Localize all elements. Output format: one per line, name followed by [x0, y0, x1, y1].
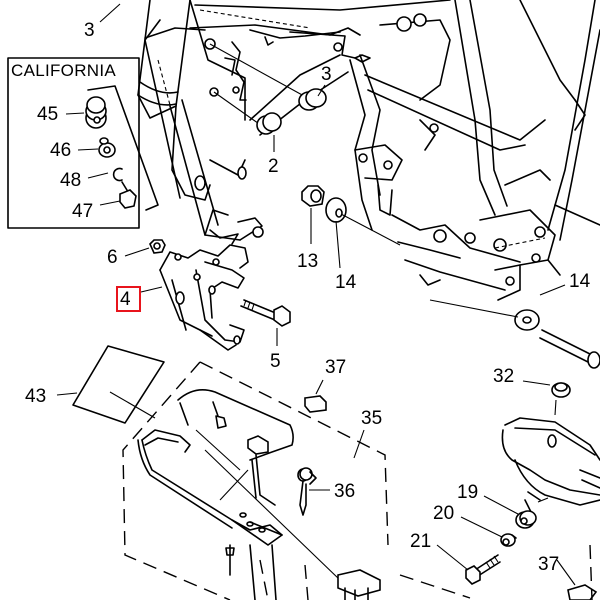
callout-37-lower[interactable]: 37: [538, 554, 560, 575]
callout-14-left[interactable]: 14: [335, 272, 357, 293]
callout-19[interactable]: 19: [457, 482, 479, 503]
callout-45[interactable]: 45: [37, 104, 59, 125]
callout-14-right[interactable]: 14: [569, 271, 591, 292]
callout-43[interactable]: 43: [25, 386, 47, 407]
callout-6[interactable]: 6: [107, 247, 118, 268]
nut-part-6: [149, 239, 166, 254]
frame-drawing: [137, 0, 600, 301]
nut-part-13: [301, 185, 325, 207]
bolt-part-5: [240, 299, 291, 327]
callout-4[interactable]: 4: [120, 289, 131, 310]
callout-46[interactable]: 46: [50, 140, 72, 161]
guard-part: [137, 389, 381, 600]
california-inset-box: [7, 57, 140, 229]
callout-36[interactable]: 36: [334, 481, 356, 502]
inset-title: CALIFORNIA: [11, 61, 117, 80]
callout-4-highlight: [116, 286, 141, 312]
callout-3-left[interactable]: 3: [84, 20, 95, 41]
callout-48[interactable]: 48: [60, 170, 82, 191]
clip-part-37: [304, 395, 327, 413]
plug-part-2: [256, 112, 282, 135]
mount-assembly: [399, 382, 600, 600]
callout-21[interactable]: 21: [410, 531, 432, 552]
callout-5[interactable]: 5: [270, 351, 281, 372]
bracket-part-4: [159, 229, 249, 351]
sheet-part-43: [72, 345, 165, 424]
california-parts: [85, 85, 159, 211]
callout-13[interactable]: 13: [297, 251, 319, 272]
callout-2[interactable]: 2: [268, 156, 279, 177]
washer-part-14: [325, 197, 401, 246]
leader-lines: [56, 3, 576, 586]
callout-20[interactable]: 20: [433, 503, 455, 524]
assembly-outline-35: [122, 361, 389, 600]
callout-3-right[interactable]: 3: [321, 64, 332, 85]
washer-part-14-right: [429, 299, 600, 369]
callout-35[interactable]: 35: [361, 408, 383, 429]
plug-part-3: [298, 88, 327, 111]
callout-37-upper[interactable]: 37: [325, 357, 347, 378]
pin-part-36: [297, 467, 317, 516]
callout-32[interactable]: 32: [493, 366, 515, 387]
callout-47[interactable]: 47: [72, 201, 94, 222]
